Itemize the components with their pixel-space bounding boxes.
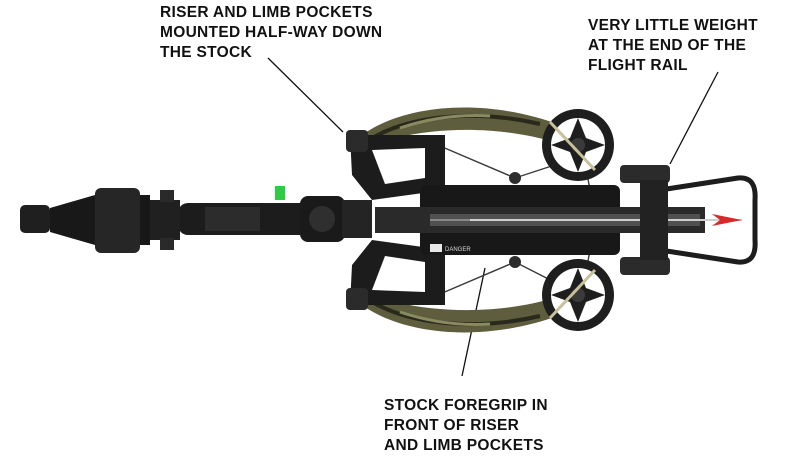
foot-stirrup — [620, 165, 758, 275]
callout-weight-line-1: VERY LITTLE WEIGHT — [588, 17, 758, 34]
arrow-fletching-icon — [712, 214, 742, 226]
lower-limb-pocket — [346, 288, 368, 310]
callout-foregrip-line-3: AND LIMB POCKETS — [384, 437, 544, 454]
danger-label-icon — [430, 244, 442, 252]
lower-cam — [542, 259, 614, 331]
leader-line-riser — [267, 57, 344, 133]
upper-limb-pocket — [346, 130, 368, 152]
callout-foregrip-line-2: FRONT OF RISER — [384, 417, 520, 434]
level-bubble-icon — [275, 186, 285, 200]
riser — [346, 130, 521, 310]
callout-riser-limb-pockets: RISER AND LIMB POCKETS MOUNTED HALF-WAY … — [160, 3, 382, 63]
scope — [178, 186, 372, 242]
danger-label: DANGER — [445, 247, 471, 253]
butt-stock — [20, 188, 180, 253]
callout-riser-line-2: MOUNTED HALF-WAY DOWN — [160, 24, 383, 41]
callout-weight-line-3: FLIGHT RAIL — [588, 57, 688, 74]
callout-riser-line-1: RISER AND LIMB POCKETS — [160, 4, 373, 21]
callout-stock-foregrip: STOCK FOREGRIP IN FRONT OF RISER AND LIM… — [384, 396, 548, 456]
arrow — [470, 214, 742, 226]
leader-line-weight — [669, 71, 719, 165]
callout-weight-line-2: AT THE END OF THE — [588, 37, 747, 54]
callout-flight-rail-weight: VERY LITTLE WEIGHT AT THE END OF THE FLI… — [588, 16, 758, 76]
callout-riser-line-3: THE STOCK — [160, 44, 252, 61]
callout-foregrip-line-1: STOCK FOREGRIP IN — [384, 397, 548, 414]
upper-cam — [542, 109, 614, 181]
